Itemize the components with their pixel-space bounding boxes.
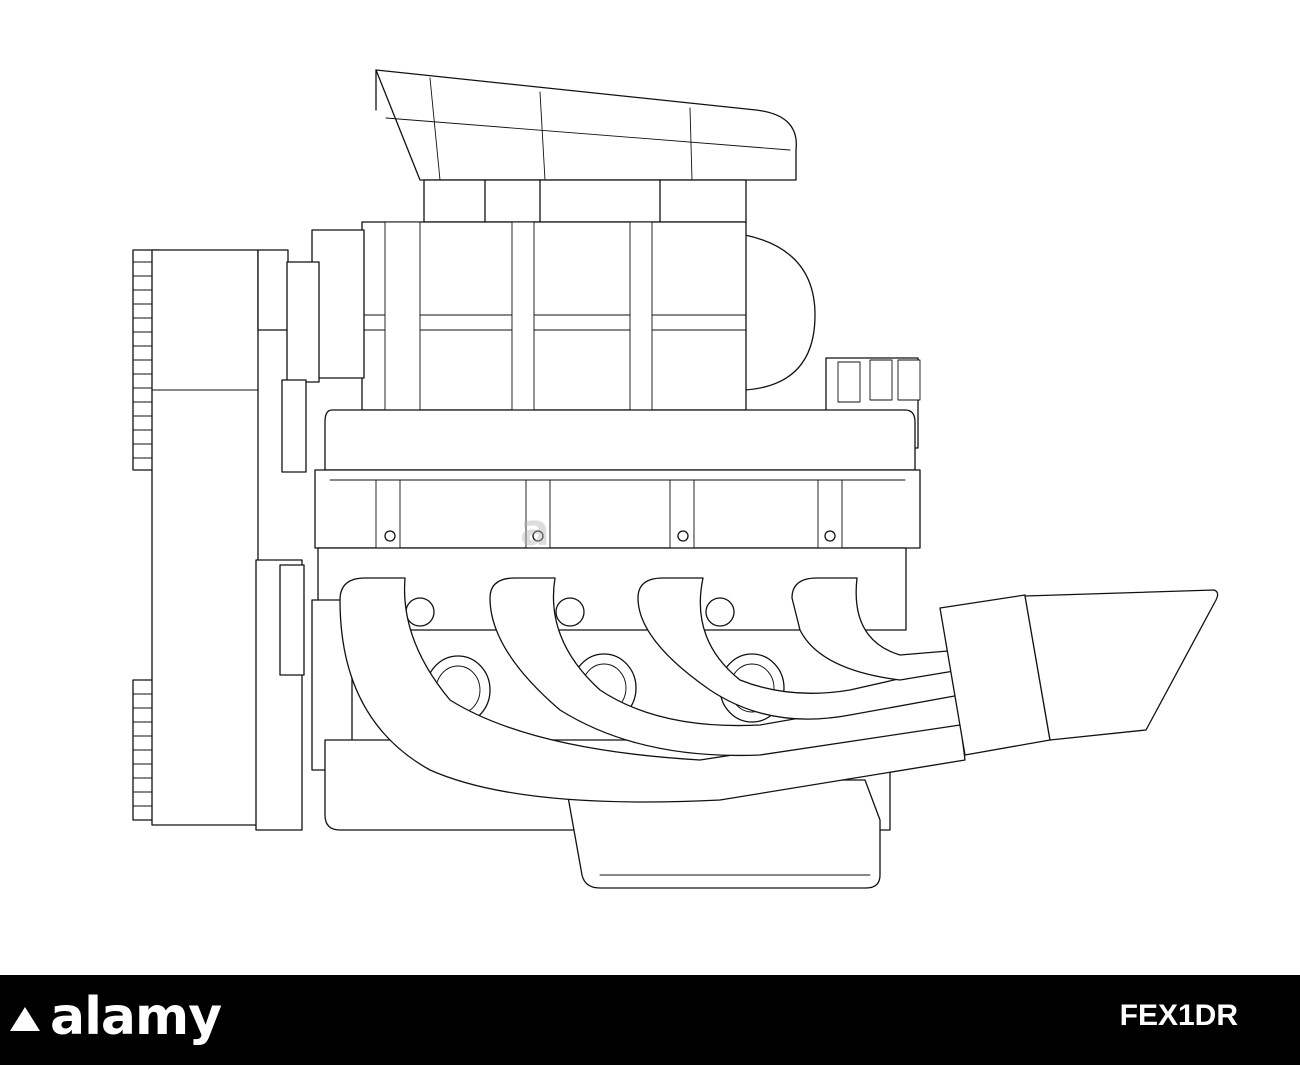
valve-cover [314, 409, 921, 549]
supercharger [281, 179, 816, 473]
oil-pan [564, 779, 881, 889]
exhaust-collector [939, 589, 1219, 756]
blower-idler [281, 379, 307, 473]
footer-bar: alamy FEX1DR [0, 975, 1300, 1065]
blower-snout [311, 229, 365, 379]
blower-pulley [286, 261, 320, 383]
belt-drive [132, 249, 305, 831]
blower-rear-dome [744, 234, 816, 391]
spark-plug-2 [555, 597, 585, 627]
image-id: FEX1DR [1119, 999, 1238, 1032]
scoop-body [375, 69, 797, 181]
blower-top-plate [423, 179, 747, 223]
spark-plug-1 [405, 597, 435, 627]
valve-cover-base [314, 469, 921, 549]
bolt-1 [384, 530, 396, 542]
header-pipe-4 [791, 577, 961, 681]
engine-icon [132, 69, 1219, 889]
alamy-logo-icon [10, 1007, 40, 1031]
brand-logo: alamy [50, 987, 222, 1047]
exhaust-headers [339, 577, 966, 803]
idler-housing [257, 249, 289, 331]
harmonic-balancer [279, 564, 305, 676]
blower-case [361, 221, 747, 411]
engine-line-drawing [132, 69, 1219, 889]
air-scoop [375, 69, 797, 181]
bolt-4 [824, 530, 836, 542]
spark-plug-3 [705, 597, 735, 627]
valve-cover-top [324, 409, 916, 471]
drive-belt [151, 249, 259, 826]
exhaust-tip [1024, 589, 1219, 741]
oil-pan-body [564, 779, 881, 889]
bolt-2 [532, 530, 544, 542]
bolt-3 [677, 530, 689, 542]
header-pipe-3 [637, 577, 961, 720]
